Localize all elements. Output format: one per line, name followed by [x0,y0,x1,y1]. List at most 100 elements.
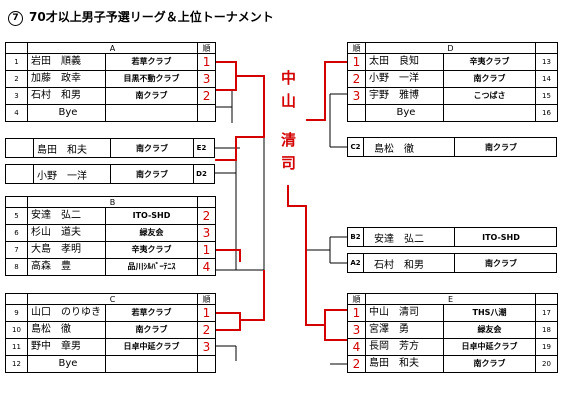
entry-number: 7 [5,241,28,259]
entry-number: 19 [535,338,558,356]
player-name: 島松 徹 [374,143,414,155]
player-name: Bye [27,355,106,373]
seed-blank-cell [6,139,34,157]
seed-label: A2 [348,254,364,272]
rank-value [347,104,366,122]
player-name: 野中 章男 [27,338,106,356]
rank-value [197,104,217,122]
club-name: こつばさ [442,87,537,105]
entry-number: 14 [535,70,559,88]
player-name: 宇野 雅博 [365,87,444,105]
rank-value: 4 [347,338,366,356]
winner-path-final [287,185,307,250]
club-name: 南クラブ [105,321,198,339]
entry-number: 10 [5,321,28,339]
player-name: 太田 良知 [365,53,444,71]
rank-value: 2 [197,87,217,105]
rank-value: 3 [197,224,216,242]
seed-slot-c2: C2 島松 徹 南クラブ [347,137,557,157]
seed-slot-b2: B2 安達 弘二 ITO-SHD [347,227,557,247]
seed-label: B2 [348,228,364,246]
event-title: 70才以上男子予選リーグ＆上位トーナメント [29,10,274,24]
player-name: 石村 和男 [27,87,106,105]
entry-number: 15 [535,87,559,105]
player-name: 島田 和夫 [37,144,87,156]
entry-number: 2 [5,70,28,88]
club-name: 緑友会 [105,224,198,242]
club-name: 南クラブ [454,254,547,272]
rank-value: 3 [347,321,366,339]
club-name: 辛夷クラブ [105,241,198,259]
player-name: 岩田 順義 [27,53,106,71]
rank-value: 2 [347,355,366,373]
player-name: 島松 徹 [27,321,106,339]
seed-slot-a2: A2 石村 和男 南クラブ [347,253,557,273]
club-name: 辛夷クラブ [442,53,537,71]
entry-number: 16 [535,104,559,122]
rank-value: 1 [347,304,366,322]
club-name: ITO-SHD [105,207,198,225]
group-label: B [27,196,198,208]
rank-header: 順 [197,293,216,305]
player-name: 高森 豊 [27,258,106,276]
entry-number: 11 [5,338,28,356]
club-name: 目黒不動クラブ [104,70,199,88]
player-name: 山口 のりゆき [27,304,106,322]
rank-value: 1 [197,304,216,322]
winner-path-e [324,309,347,341]
club-name [105,355,198,373]
club-name: 日卓中延クラブ [105,338,198,356]
club-name: 南クラブ [110,139,193,157]
rank-value: 1 [197,53,217,71]
seed-label: C2 [348,138,364,156]
seed-label: D2 [193,165,209,183]
rank-value: 3 [347,87,366,105]
winner-path-c2 [240,270,265,321]
player-name: 長岡 芳方 [365,338,444,356]
winner-path-a2 [215,75,265,161]
rank-value: 4 [197,258,216,276]
club-name: 南クラブ [110,165,193,183]
group-label: E [365,293,536,305]
rank-value: 2 [197,207,216,225]
champion-given-name: 清司 [279,132,297,178]
player-name: 島田 和夫 [365,355,444,373]
player-name: 加藤 政幸 [27,70,106,88]
winner-path-a [215,61,237,91]
seed-label: E2 [193,139,209,157]
group-label: C [27,293,198,305]
player-name: 大島 孝明 [27,241,106,259]
club-name: 南クラブ [104,87,199,105]
rank-value: 3 [197,70,217,88]
seed-slot-e2: 島田 和夫 南クラブ E2 [5,138,215,158]
player-name: Bye [27,104,106,122]
group-label: A [26,42,199,54]
page-title: 7 70才以上男子予選リーグ＆上位トーナメント [8,8,274,26]
player-name: 小野 一洋 [365,70,444,88]
event-number: 7 [8,11,23,26]
entry-number: 1 [5,53,28,71]
club-name: 品川ｼﾙﾊﾞｰﾃﾆｽ [105,258,198,276]
entry-number: 8 [5,258,28,276]
player-name: 宮澤 勇 [365,321,444,339]
entry-number: 20 [535,355,558,373]
seed-blank-cell [6,165,34,183]
entry-number: 9 [5,304,28,322]
